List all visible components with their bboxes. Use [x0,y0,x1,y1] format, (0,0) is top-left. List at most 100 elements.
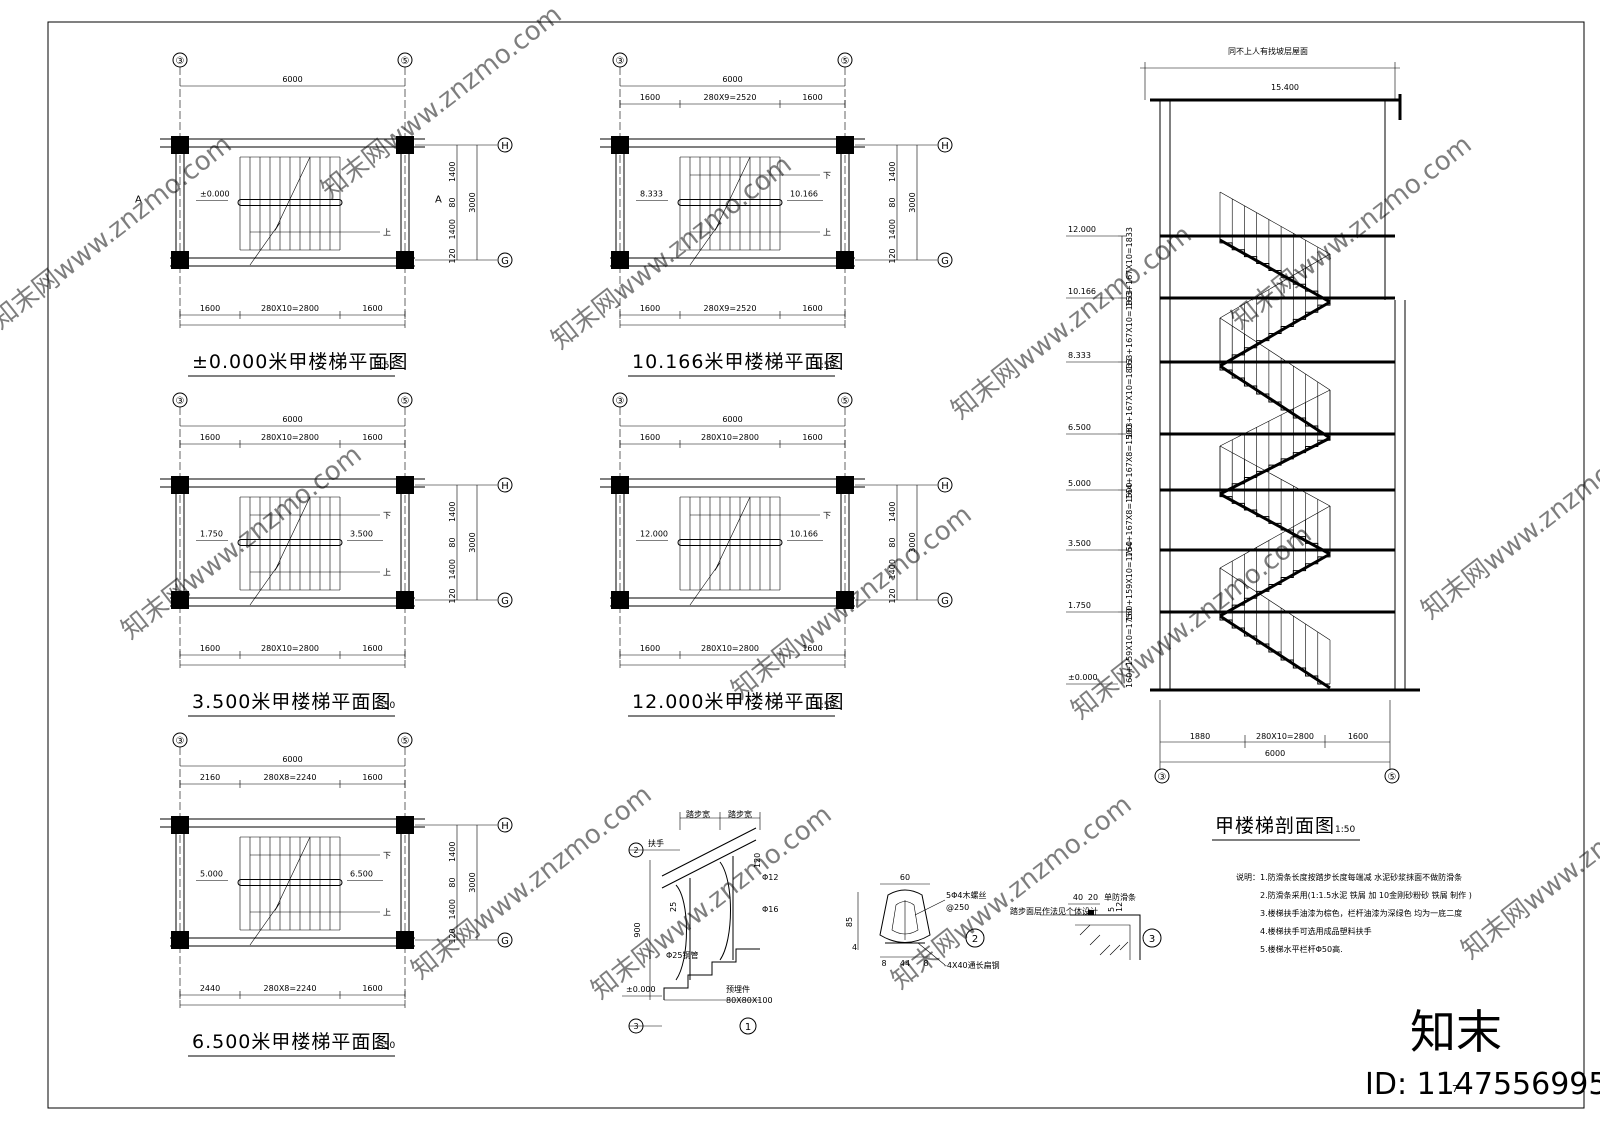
axis-bottom-label: G [941,596,949,607]
side-dim: 120 [448,588,457,603]
up-label: 上 [823,228,831,237]
bottom-dim: 280X10=2800 [701,644,759,653]
side-total-dim: 3000 [908,192,917,212]
d2-label: 2 [972,934,978,945]
d2-spacing: @250 [946,903,969,912]
section-dim-total: 6000 [1265,749,1285,758]
axis-top-label: H [501,821,509,832]
level-left: 8.333 [640,190,663,199]
watermark-text: 知末网www.znzmo.com [1456,760,1600,966]
bottom-dim: 1600 [200,304,220,313]
side-dim: 120 [888,248,897,263]
bottom-dim: 280X8=2240 [264,984,317,993]
d1-ref1: Φ12 [762,873,778,882]
d3-small-a: 5 [1107,907,1116,912]
section-level: ±0.000 [1068,673,1098,682]
section-riser-dims: 163+167X10=1833163+167X10=1833163+167X10… [1118,227,1134,688]
plan-scale: 1:50 [375,701,395,711]
section-riser-dim: 163+167X10=1833 [1125,358,1134,438]
axis-bottom-label: G [941,256,949,267]
note-4: 4.楼梯扶手可选用成品塑料扶手 [1260,926,1372,936]
side-total-dim: 3000 [468,192,477,212]
top-dim: 1600 [362,773,382,782]
side-dim: 120 [888,588,897,603]
section-mark-right: A [435,195,442,206]
section-level: 1.750 [1068,601,1091,610]
note-3: 3.楼梯扶手油漆为棕色，栏杆油漆为深绿色 均为一底二度 [1260,908,1462,918]
section-level: 12.000 [1068,225,1096,234]
axis-top-label: H [501,141,509,152]
level-right: 10.166 [790,190,818,199]
side-total-dim: 3000 [468,872,477,892]
stair-section: 同不上人有找坡层屋面 15.400 12.00010.1668.3336.500… [1066,46,1420,841]
axis-top-label: H [501,481,509,492]
side-total-dim: 3000 [908,532,917,552]
up-label: 上 [383,228,391,237]
bottom-dim: 1600 [640,644,660,653]
d3-dim-a: 40 [1073,893,1083,902]
axis-right-label: ⑤ [841,396,850,407]
side-dim: 1400 [448,502,457,522]
level-right: 3.500 [350,530,373,539]
section-level: 5.000 [1068,479,1091,488]
top-dim: 280X10=2800 [261,433,319,442]
watermark-text: 知末网www.znzmo.com [316,0,568,206]
section-riser-dim: 160+159X10=1750 [1125,541,1134,621]
image-id: ID: 1147556995 [1365,1067,1600,1102]
side-total-dim: 3000 [468,532,477,552]
top-total-dim: 6000 [282,415,302,424]
d1-step-width-b: 踏步宽 [728,809,752,819]
bottom-dim: 1600 [200,644,220,653]
axis-bottom-label: G [501,596,509,607]
bottom-dim: 280X9=2520 [704,304,757,313]
bottom-dim: 1600 [640,304,660,313]
level-right: 10.166 [790,530,818,539]
plan-title: 6.500米甲楼梯平面图 [192,1031,391,1053]
plan-scale: 1:50 [375,361,395,371]
down-label: 下 [383,511,391,520]
d2-dim-b3: 8 [923,959,928,968]
note-1: 说明：1.防滑条长度按踏步长度每端减 水泥砂浆抹面不做防滑条 [1236,872,1462,882]
bottom-dim: 1600 [802,304,822,313]
axis-left-label: ③ [616,56,625,67]
watermark-text: 知末网www.znzmo.com [1416,420,1600,626]
top-total-dim: 6000 [722,75,742,84]
sheet-number: 7 [1452,1084,1458,1095]
d1-dim1: 120 [753,853,762,868]
top-dim: 280X10=2800 [701,433,759,442]
side-dim: 120 [448,928,457,943]
section-flights [1160,191,1395,690]
watermark-text: 知末网www.znzmo.com [1226,130,1478,336]
top-dim: 1600 [200,433,220,442]
axis-top-label: H [941,481,949,492]
bottom-dim: 1600 [362,644,382,653]
axis-right-label: ⑤ [401,736,410,747]
detail-anti-slip: 40 20 单防滑条 5 12 踏步面层作法见个体设计 3 [1010,892,1162,960]
axis-right-label: ⑤ [841,56,850,67]
top-total-dim: 6000 [722,415,742,424]
down-label: 下 [823,511,831,520]
section-dim-1: 1880 [1190,732,1210,741]
detail-handrail: 踏步宽 踏步宽 2 扶手 900 Φ25钢管 Φ12 Φ16 120 25 预埋… [622,809,778,1035]
brand-logo-text: 知末 [1410,1005,1502,1059]
d1-tag-bottom: 3 [633,1022,638,1031]
d2-dim-b1: 8 [881,959,886,968]
side-dim: 80 [888,537,897,547]
d3-strip: 单防滑条 [1104,892,1136,902]
section-riser-dim: 163+167X10=1833 [1125,227,1134,307]
d3-label: 3 [1149,934,1155,945]
bottom-dim: 1600 [802,644,822,653]
d1-height: 900 [633,922,642,937]
axis-top-label: H [941,141,949,152]
d1-handrail-label: 扶手 [648,838,664,848]
side-dim: 1400 [448,162,457,182]
level-left: 1.750 [200,530,223,539]
d1-ref2: Φ16 [762,905,778,914]
side-dim: 1400 [448,559,457,579]
